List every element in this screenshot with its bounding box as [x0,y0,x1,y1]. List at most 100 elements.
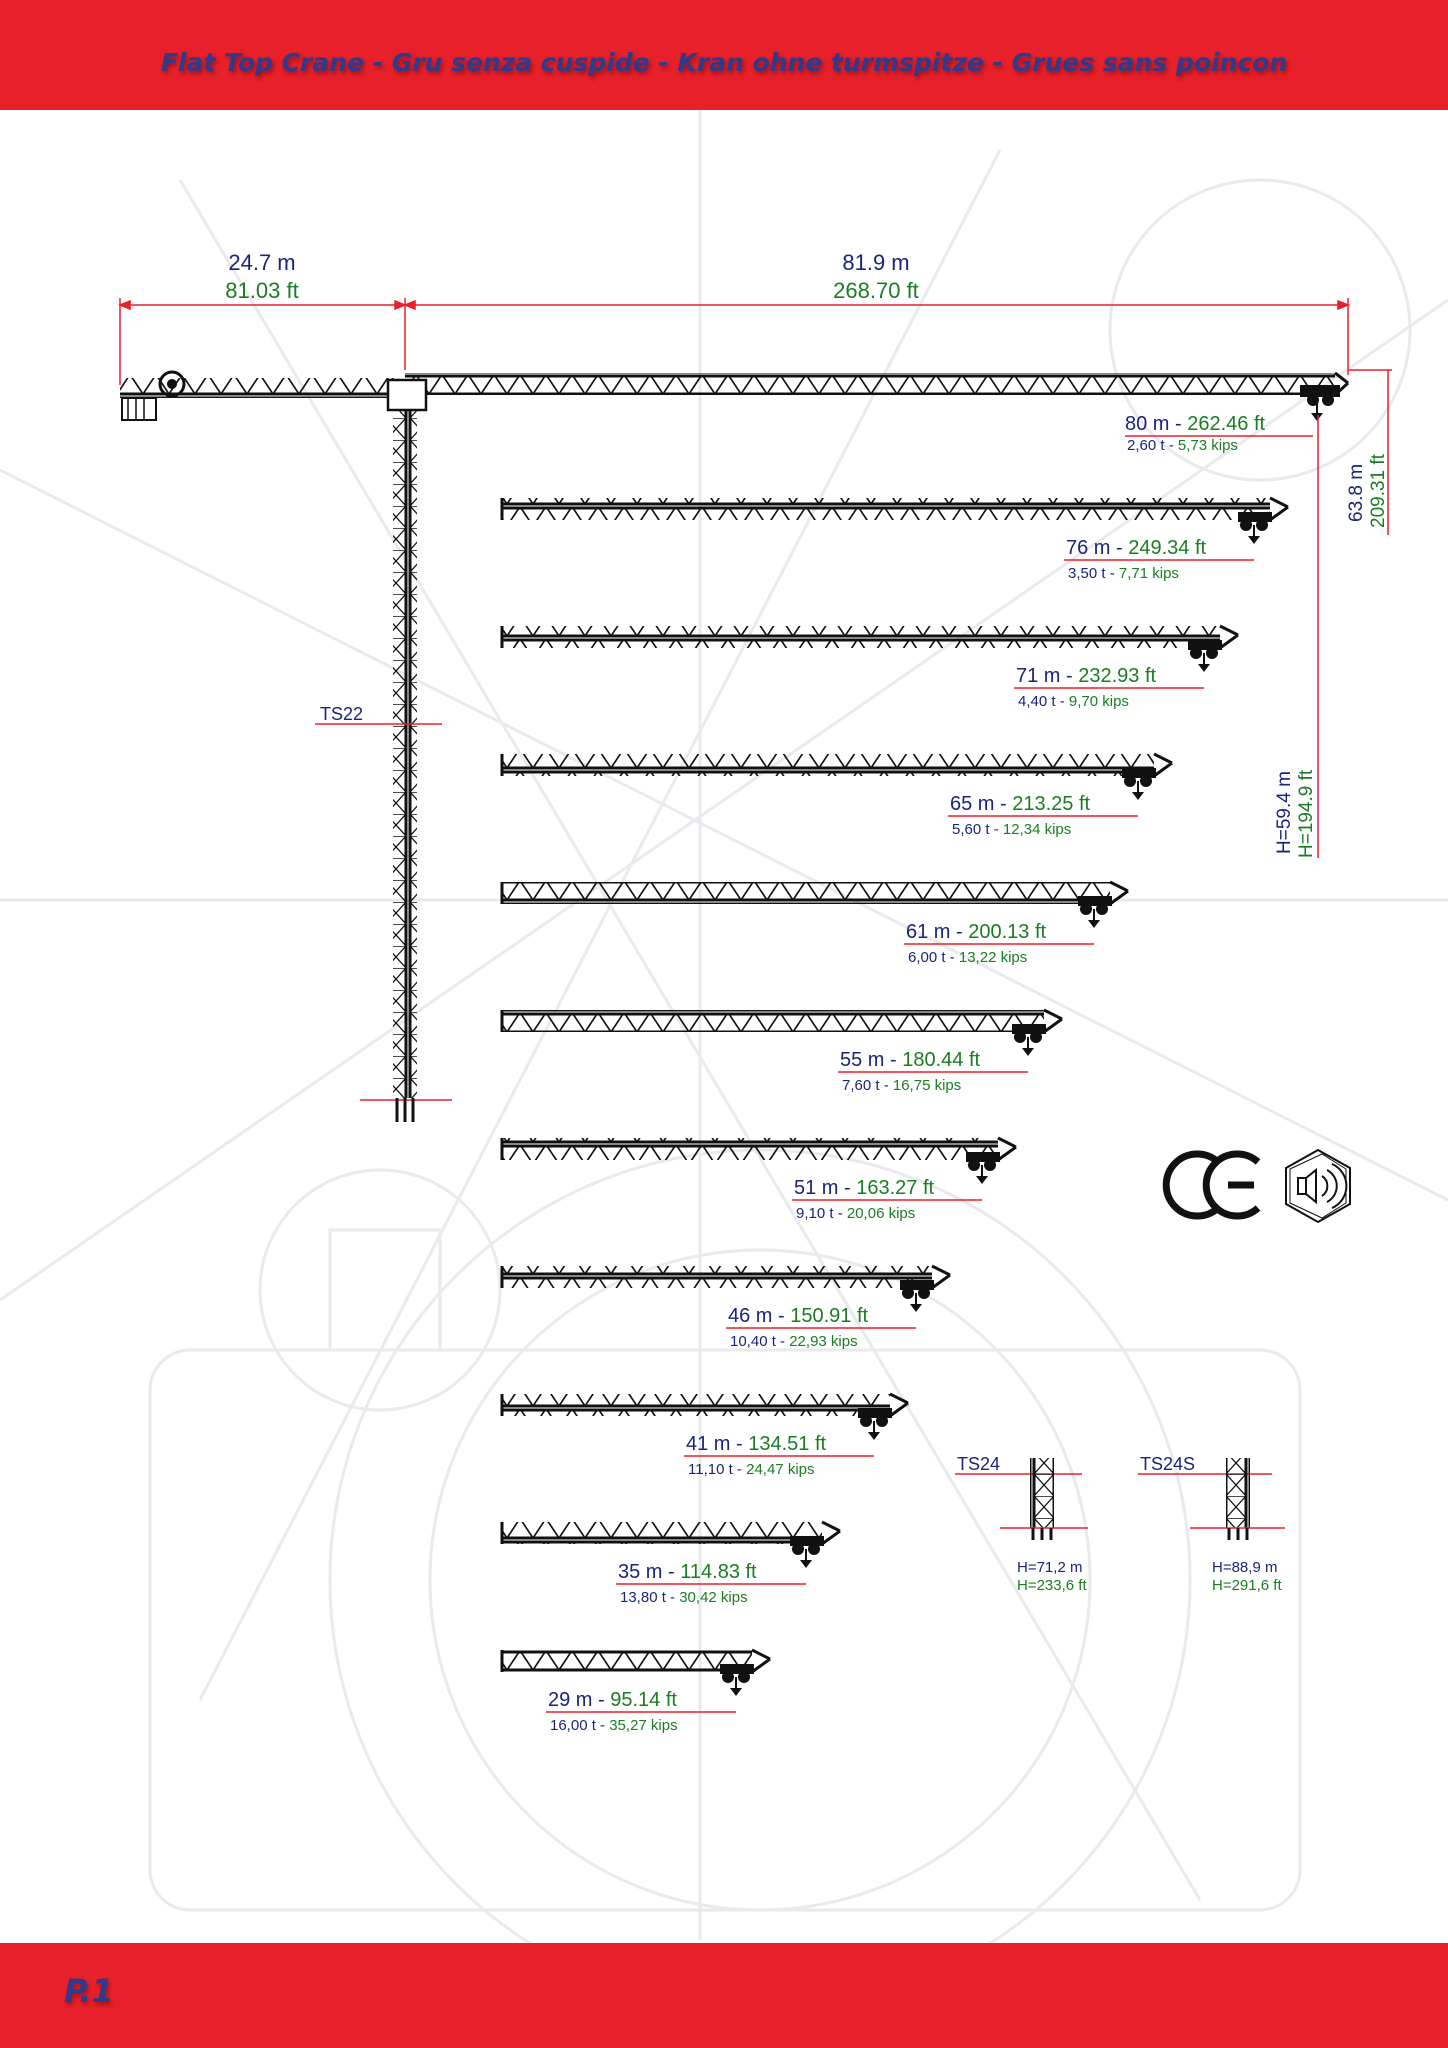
jib-load-t: 3,50 t [1068,565,1106,582]
jib-load-t: 11,10 t [688,1461,734,1478]
jib-load-kips: 22,93 kips [789,1333,857,1350]
tower-ts24s-height-m: H=88,9 m [1212,1559,1277,1576]
jib-length-ft: 163.27 ft [856,1177,934,1199]
page-number: P.1 [64,1972,114,2010]
jib-length-ft: 200.13 ft [968,921,1046,943]
jib-load-t: 6,00 t [908,949,946,966]
jib-truss [502,498,1270,520]
ce-mark [1162,1150,1261,1220]
jib-truss [502,1522,822,1544]
jib-load-kips: 20,06 kips [847,1205,915,1222]
jib-load: 7,60 t - 16,75 kips [842,1077,961,1094]
footer-bar [0,1943,1448,2048]
jib-length-m: 35 m [618,1561,662,1583]
jib-configuration: 61 m - 200.13 ft6,00 t - 13,22 kips [500,880,1129,966]
jib-load-t: 10,40 t [730,1333,777,1350]
top-dimension-lines [117,298,1351,385]
jib-length: 65 m - 213.25 ft [950,793,1091,815]
jib-length-m: 41 m [686,1433,730,1455]
jib-load: 2,60 t - 5,73 kips [1127,437,1238,454]
jib-configuration: 41 m - 134.51 ft 11,10 t - 24,47 kips [500,1392,909,1478]
trolley [720,1664,754,1696]
jib-length-ft: 95.14 ft [610,1689,677,1711]
jib-load-t: 9,10 t [796,1205,834,1222]
jib-height-ft: 209.31 ft [1368,453,1389,528]
tower-ts24s-height-ft: H=291,6 ft [1212,1577,1282,1594]
trolley [1012,1024,1046,1056]
header-bar [0,0,1448,110]
jib-length-m: 55 m [840,1049,884,1071]
jib-truss [502,1138,998,1160]
jib-load-kips: 5,73 kips [1178,437,1238,454]
jib-configuration: 29 m - 95.14 ft 16,00 t - 35,27 kips [500,1648,771,1734]
jib-length-ft: 134.51 ft [748,1433,826,1455]
background-line-art [0,110,1448,2012]
jib-load: 13,80 t - 30,42 kips [620,1589,748,1606]
counter-jib [120,378,405,398]
hoist-winch-icon [158,370,186,398]
jib-length-m: 80 m [1125,413,1169,435]
jib-length-ft: 114.83 ft [680,1561,757,1583]
jib-truss [502,1010,1044,1032]
jib-load-t: 16,00 t [550,1717,597,1734]
jib-load-kips: 16,75 kips [893,1077,961,1094]
jib-length-m: 46 m [728,1305,772,1327]
trolley [1300,385,1340,421]
trolley [1078,896,1112,928]
jib-load-t: 13,80 t [620,1589,667,1606]
jib-length: 41 m - 134.51 ft [686,1433,827,1455]
tower-label-ts24: TS24 [957,1454,1000,1474]
jib-length-m: 65 m [950,793,994,815]
trolley [1238,512,1272,544]
jib-load: 4,40 t - 9,70 kips [1018,693,1129,710]
jib-load: 16,00 t - 35,27 kips [550,1717,678,1734]
jib-load: 3,50 t - 7,71 kips [1068,565,1179,582]
counter-jib-length-m: 24.7 m [228,250,295,275]
main-crane [120,370,1350,1122]
tower-mast-ts22 [393,410,417,1098]
hook-height-ft: H=194.9 ft [1296,769,1317,858]
jib-truss [502,626,1220,648]
trolley [1188,640,1222,672]
tower-ts24-section [1030,1458,1054,1528]
trolley [858,1408,892,1440]
trolley [900,1280,934,1312]
jib-load: 6,00 t - 13,22 kips [908,949,1027,966]
counter-jib-length-ft: 81.03 ft [225,278,298,303]
jib-length: 71 m - 232.93 ft [1016,665,1157,687]
jib-length: 29 m - 95.14 ft [548,1689,677,1711]
jib-height-m: 63.8 m [1346,464,1367,522]
jib-length-ft: 213.25 ft [1012,793,1090,815]
jib-length-ft: 150.91 ft [790,1305,868,1327]
main-jib-length-m: 81.9 m [842,250,909,275]
jib-load-kips: 7,71 kips [1119,565,1179,582]
jib-configuration: 76 m - 249.34 ft 3,50 t - 7,71 kips [500,496,1289,582]
jib-configuration: 55 m - 180.44 ft 7,60 t - 16,75 kips [500,1008,1063,1094]
jib-configuration: 65 m - 213.25 ft5,60 t - 12,34 kips [500,752,1173,838]
jib-length-m: 29 m [548,1689,592,1711]
jib-load: 9,10 t - 20,06 kips [796,1205,915,1222]
tower-label-ts24s: TS24S [1140,1454,1195,1474]
jib-load-kips: 13,22 kips [959,949,1027,966]
jib-length: 76 m - 249.34 ft [1066,537,1207,559]
page-title: Flat Top Crane - Gru senza cuspide - Kra… [160,48,1288,77]
jib-load: 11,10 t - 24,47 kips [688,1461,815,1478]
jib-length-ft: 262.46 ft [1187,413,1265,435]
tower-ts24-height-m: H=71,2 m [1017,1559,1082,1576]
jib-load-t: 2,60 t [1127,437,1165,454]
trolley [966,1152,1000,1184]
tower-ts24-height-ft: H=233,6 ft [1017,1577,1087,1594]
jib-load-kips: 24,47 kips [746,1461,814,1478]
noise-level-icon [1285,1148,1351,1224]
jib-length: 55 m - 180.44 ft [840,1049,981,1071]
jib-load-kips: 9,70 kips [1069,693,1129,710]
jib-length: 51 m - 163.27 ft [794,1177,935,1199]
jib-truss [502,754,1154,776]
jib-length: 46 m - 150.91 ft [728,1305,869,1327]
tower-ts24: TS24 H=71,2 m H=233,6 ft [955,1454,1088,1594]
jib-load-kips: 30,42 kips [679,1589,747,1606]
jib-load-t: 7,60 t [842,1077,880,1094]
slewing-unit [386,378,428,412]
jib-length: 80 m - 262.46 ft [1125,413,1266,435]
